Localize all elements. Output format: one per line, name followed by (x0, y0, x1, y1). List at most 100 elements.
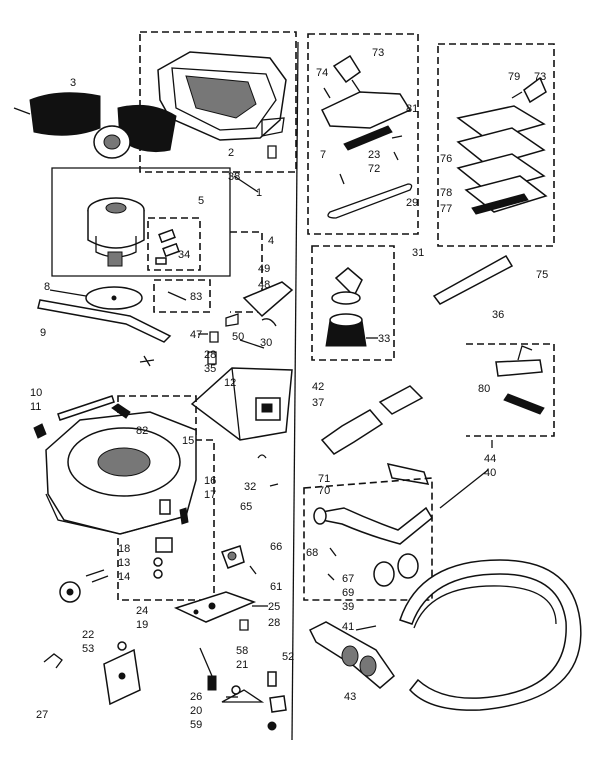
callout-28-bottom: 28 (268, 617, 280, 629)
callout-81: 81 (406, 103, 418, 115)
motor-group-bracket (230, 231, 263, 313)
motor-part (87, 197, 145, 267)
callout-32: 32 (244, 481, 256, 493)
callout-29: 29 (406, 197, 418, 209)
callout-70: 70 (318, 485, 330, 497)
hose-handle-part (313, 506, 433, 587)
screw-2 (267, 145, 277, 159)
callout-11: 11 (30, 401, 41, 413)
callout-74: 74 (316, 67, 328, 79)
callout-47: 47 (190, 329, 202, 341)
callout-75: 75 (536, 269, 548, 281)
callout-19: 19 (136, 619, 148, 631)
callout-30: 30 (260, 337, 272, 349)
callout-48: 48 (258, 279, 270, 291)
callout-10: 10 (30, 387, 42, 399)
hose-part (399, 559, 582, 711)
spring-83 (167, 291, 187, 301)
callout-3: 3 (70, 77, 76, 89)
callout-49: 49 (258, 263, 270, 275)
dusting-brush-part (325, 267, 367, 347)
callout-73-right: 73 (534, 71, 546, 83)
callout-50: 50 (232, 331, 244, 343)
callout-4: 4 (268, 235, 274, 247)
callout-71: 71 (318, 473, 330, 485)
callout-58: 58 (236, 645, 248, 657)
belt-part (37, 299, 172, 343)
callout-7: 7 (320, 149, 326, 161)
callout-38: 38 (228, 171, 240, 183)
callout-25: 25 (268, 601, 280, 613)
callout-5: 5 (198, 195, 204, 207)
callout-2: 2 (228, 147, 234, 159)
floor-brush-part (320, 54, 413, 219)
callout-76: 76 (440, 153, 452, 165)
callout-35: 35 (204, 363, 216, 375)
callout-42: 42 (312, 381, 324, 393)
callout-41: 41 (342, 621, 354, 633)
callout-27: 27 (36, 709, 48, 721)
callout-39: 39 (342, 601, 354, 613)
circuit-board-part (173, 591, 257, 631)
brush-tool-box (466, 343, 555, 437)
spring-50 (261, 318, 277, 327)
brush-holder-box (147, 217, 201, 271)
callout-53: 53 (82, 643, 94, 655)
cord-parts (199, 647, 287, 731)
callout-78: 78 (440, 187, 452, 199)
callout-61: 61 (270, 581, 282, 593)
screw-bolt (139, 355, 155, 367)
callout-17: 17 (204, 489, 216, 501)
section-divider (291, 41, 299, 741)
motor-group-box (51, 167, 231, 277)
callout-22: 22 (82, 629, 94, 641)
bracket-part (242, 281, 294, 318)
callout-80: 80 (478, 383, 490, 395)
rod-part (57, 395, 115, 421)
floor-brush-group-box (307, 33, 419, 235)
callout-83: 83 (190, 291, 202, 303)
callout-labels: 3 2 38 1 5 4 34 49 48 8 83 9 50 30 47 28… (30, 47, 548, 731)
callout-67: 67 (342, 573, 354, 585)
crevice-tool-part (432, 254, 514, 305)
callout-23: 23 (368, 149, 380, 161)
upholstery-tool-part (456, 76, 548, 215)
brush-holder-part (155, 228, 180, 265)
extension-wand-part (320, 385, 424, 455)
switch-part (221, 545, 257, 575)
housing-group-box (117, 395, 215, 601)
callout-16: 16 (204, 475, 216, 487)
callout-34: 34 (178, 249, 190, 261)
callout-82: 82 (136, 425, 148, 437)
hood-cover-part (157, 51, 287, 141)
hose-wand-part (308, 621, 396, 689)
clip-48 (225, 313, 239, 327)
callout-44: 44 (484, 453, 496, 465)
callout-69: 69 (342, 587, 354, 599)
cap-11 (33, 423, 47, 439)
callout-24: 24 (136, 605, 148, 617)
clip-17 (179, 507, 189, 525)
callout-43: 43 (344, 691, 356, 703)
callout-36: 36 (492, 309, 504, 321)
leader-44 (439, 469, 489, 509)
callout-9: 9 (40, 327, 46, 339)
upholstery-group-box (437, 43, 555, 247)
callout-37: 37 (312, 397, 324, 409)
screws-47-28 (207, 331, 219, 365)
callout-40: 40 (484, 467, 496, 479)
callout-20: 20 (190, 705, 202, 717)
callout-13: 13 (118, 557, 130, 569)
callout-77: 77 (440, 203, 452, 215)
callout-8: 8 (44, 281, 50, 293)
callout-52: 52 (282, 651, 294, 663)
screws-32-65 (257, 454, 279, 487)
callout-12: 12 (224, 377, 236, 389)
brush-tool-part (495, 345, 545, 415)
housing-part (45, 403, 197, 535)
callout-28-top: 28 (204, 349, 216, 361)
callout-14: 14 (118, 571, 130, 583)
callout-18: 18 (118, 543, 130, 555)
